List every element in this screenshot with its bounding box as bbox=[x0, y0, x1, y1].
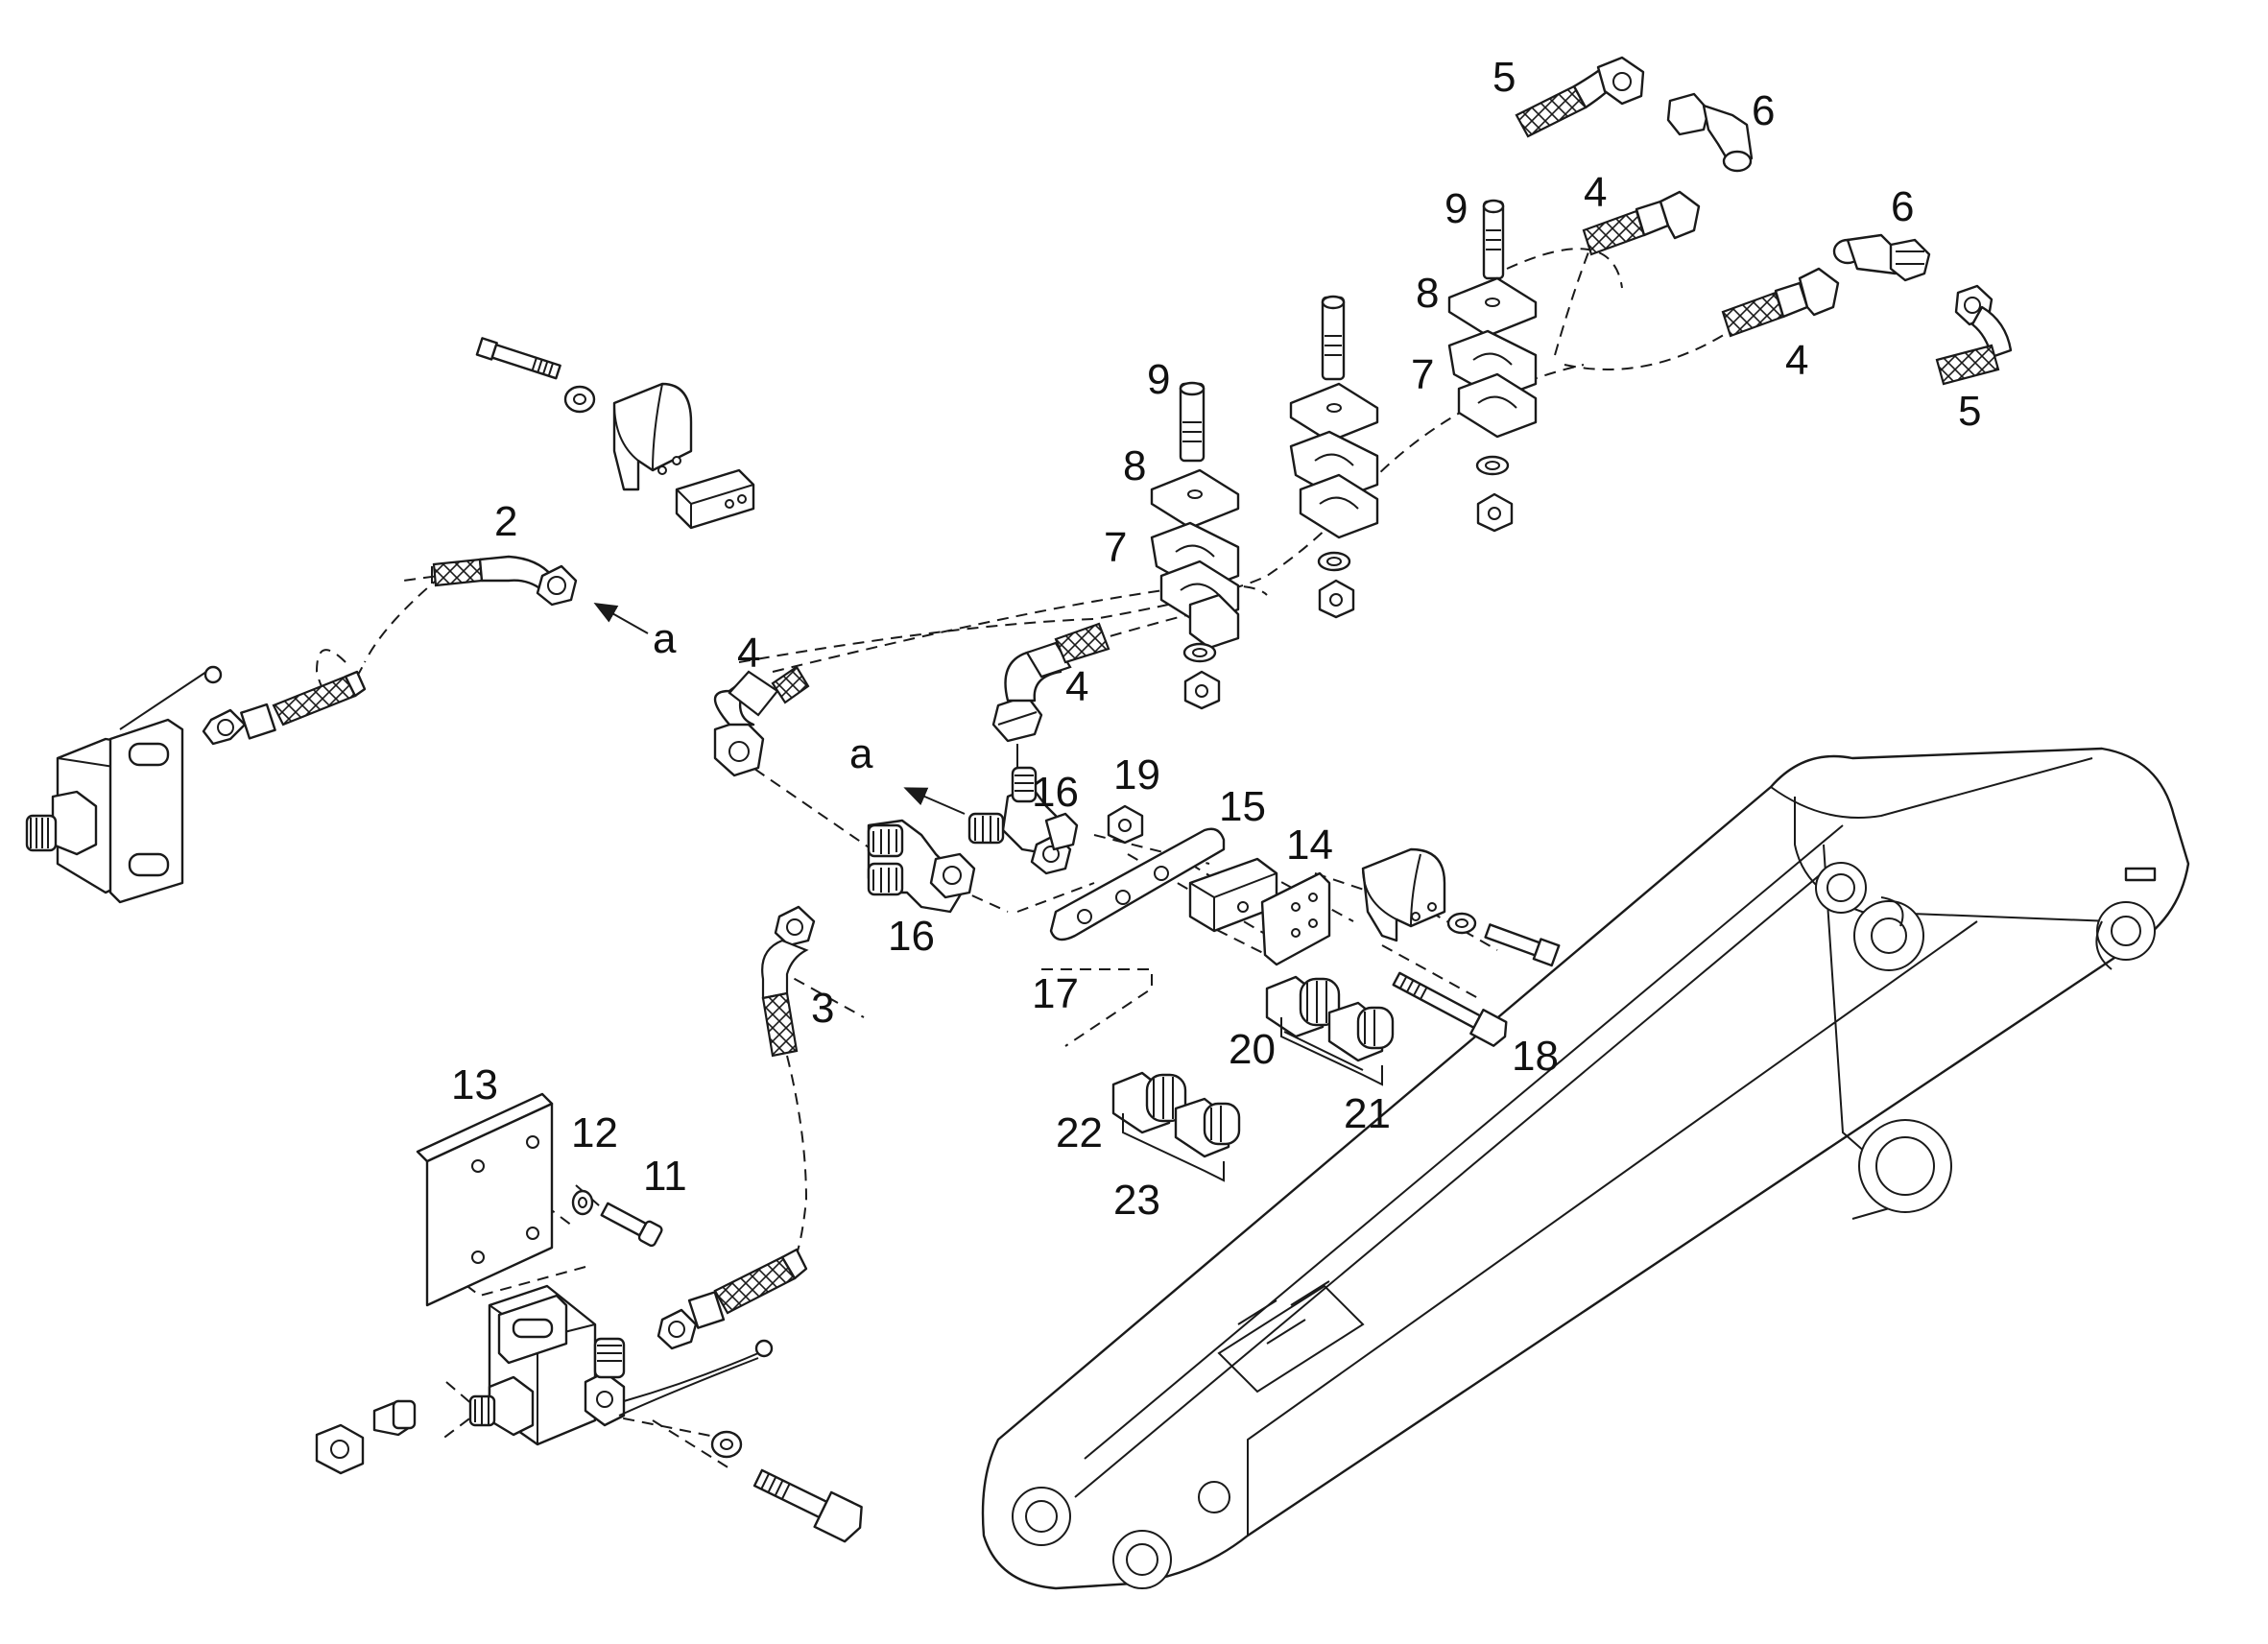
callout-a-upper: a bbox=[653, 615, 677, 662]
hose-5-top bbox=[1515, 56, 1645, 138]
callout-23: 23 bbox=[1113, 1177, 1160, 1224]
washer-bottom bbox=[710, 1430, 743, 1459]
callout-4-left: 4 bbox=[737, 630, 760, 677]
plate-14 bbox=[1260, 871, 1331, 966]
clamp-right-set bbox=[1361, 847, 1561, 967]
hose-4-middle bbox=[991, 622, 1110, 768]
tee-fitting-16-left bbox=[867, 819, 976, 914]
callout-6-right: 6 bbox=[1891, 183, 1914, 230]
callout-17: 17 bbox=[1032, 970, 1079, 1017]
mounting-plate-13 bbox=[416, 1092, 554, 1307]
arrow-a-upper bbox=[593, 603, 649, 634]
callout-9-left: 9 bbox=[1147, 356, 1170, 403]
callout-11: 11 bbox=[643, 1153, 687, 1200]
tee-fitting-16-right bbox=[967, 766, 1079, 875]
bolt-bottom bbox=[752, 1468, 863, 1543]
bolt-topleft bbox=[475, 337, 561, 380]
callout-3: 3 bbox=[811, 985, 834, 1032]
hose-4-top bbox=[1582, 190, 1701, 256]
callout-21: 21 bbox=[1344, 1090, 1391, 1137]
hose-3 bbox=[761, 905, 816, 1058]
callout-20: 20 bbox=[1229, 1026, 1276, 1073]
clamp-stack-right bbox=[1447, 199, 1538, 533]
hose-3-lower bbox=[657, 1248, 808, 1350]
boom-arm bbox=[981, 747, 2190, 1590]
hose-4-left bbox=[713, 665, 810, 777]
nut-19 bbox=[1107, 804, 1144, 845]
valve-block-bottom bbox=[468, 1284, 774, 1446]
elbow-6-top bbox=[1666, 92, 1754, 173]
callout-7-right: 7 bbox=[1411, 351, 1434, 398]
callout-5-top: 5 bbox=[1492, 54, 1516, 101]
callout-7-left: 7 bbox=[1104, 524, 1127, 571]
arrow-a-lower bbox=[903, 787, 966, 815]
callout-2: 2 bbox=[494, 498, 517, 545]
callout-8-left: 8 bbox=[1123, 442, 1146, 489]
hose-5-right bbox=[1935, 284, 2013, 386]
clamp-stack-middle bbox=[1289, 295, 1379, 619]
callout-13: 13 bbox=[451, 1061, 498, 1108]
callout-16-upper: 16 bbox=[1032, 769, 1079, 816]
hose-2-upper bbox=[431, 555, 578, 607]
bolt-18 bbox=[1392, 971, 1508, 1047]
valve-block-left bbox=[25, 665, 223, 904]
callout-6-top: 6 bbox=[1752, 87, 1775, 134]
callout-18: 18 bbox=[1512, 1033, 1559, 1080]
elbow-6-right bbox=[1832, 233, 1931, 282]
callout-14: 14 bbox=[1286, 822, 1333, 869]
washer-12 bbox=[571, 1189, 594, 1216]
callout-9-right: 9 bbox=[1444, 185, 1468, 232]
callout-19: 19 bbox=[1113, 751, 1160, 798]
callout-4-top: 4 bbox=[1584, 169, 1607, 216]
hose-4-right bbox=[1721, 267, 1840, 338]
fittings-bottom-left bbox=[315, 1399, 417, 1475]
callout-22: 22 bbox=[1056, 1109, 1103, 1156]
callout-16-lower: 16 bbox=[888, 913, 935, 960]
coupler-20-21 bbox=[1265, 975, 1395, 1086]
callout-12: 12 bbox=[571, 1109, 618, 1156]
callout-5-right: 5 bbox=[1958, 388, 1981, 435]
hose-2-lower bbox=[202, 670, 367, 746]
block-15 bbox=[1188, 857, 1278, 933]
bolt-11 bbox=[600, 1202, 663, 1248]
callout-4-middle: 4 bbox=[1065, 663, 1088, 710]
callout-15: 15 bbox=[1219, 783, 1266, 830]
clamp-stack-left bbox=[1150, 381, 1240, 710]
clamp-set-topleft bbox=[475, 337, 755, 530]
callout-labels: 2 3 4 4 4 4 5 5 6 6 7 7 8 8 9 9 11 12 13… bbox=[451, 54, 1981, 1224]
coupler-22-23 bbox=[1111, 1071, 1241, 1182]
plate-17 bbox=[1049, 827, 1226, 941]
callout-8-right: 8 bbox=[1416, 270, 1439, 317]
callout-4-right: 4 bbox=[1785, 337, 1808, 384]
callout-a-lower: a bbox=[849, 730, 873, 777]
